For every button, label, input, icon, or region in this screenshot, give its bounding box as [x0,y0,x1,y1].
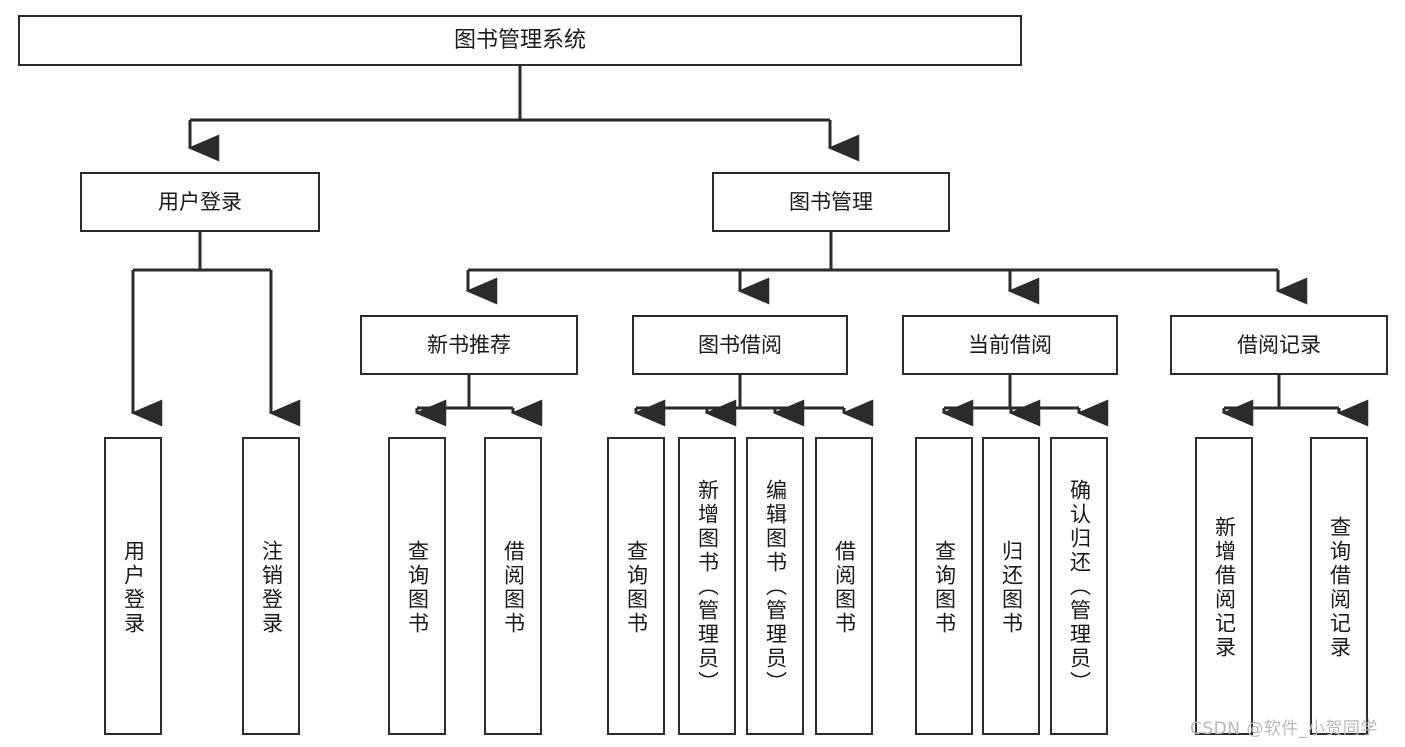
node-new-book-recommendation[interactable]: 新书推荐 [360,315,578,375]
leaf-add-borrow-record[interactable]: 新增借阅记录 [1195,437,1253,735]
leaf-add-borrow-record-label: 新增借阅记录 [1212,516,1237,660]
leaf-query-book-borrow-label: 查询图书 [624,540,649,636]
leaf-borrow-book[interactable]: 借阅图书 [815,437,873,735]
node-root-label: 图书管理系统 [453,27,586,53]
leaf-borrow-book-recommendation-label: 借阅图书 [501,540,526,636]
node-book-borrow[interactable]: 图书借阅 [632,315,848,375]
leaf-query-book-current[interactable]: 查询图书 [915,437,973,735]
node-new-book-recommendation-label: 新书推荐 [427,332,511,357]
leaf-edit-book-admin[interactable]: 编辑图书（管理员） [746,437,804,735]
leaf-confirm-return-admin-label: 确认归还（管理员） [1067,479,1092,695]
leaf-borrow-book-recommendation[interactable]: 借阅图书 [484,437,542,735]
leaf-edit-book-admin-label: 编辑图书（管理员） [763,479,788,695]
leaf-query-borrow-record-label: 查询借阅记录 [1327,516,1352,660]
leaf-confirm-return-admin[interactable]: 确认归还（管理员） [1050,437,1108,735]
leaf-query-book-current-label: 查询图书 [932,540,957,636]
leaf-query-book-borrow[interactable]: 查询图书 [607,437,665,735]
node-root[interactable]: 图书管理系统 [18,15,1022,66]
node-user-login[interactable]: 用户登录 [80,172,320,232]
leaf-query-book-recommendation[interactable]: 查询图书 [388,437,446,735]
watermark: CSDN @软件_小贺同学 [1190,719,1378,739]
leaf-borrow-book-label: 借阅图书 [832,540,857,636]
node-user-login-label: 用户登录 [158,189,242,214]
leaf-logout-label: 注销登录 [259,540,284,636]
leaf-user-login-label: 用户登录 [121,540,146,636]
node-book-manage-label: 图书管理 [789,189,873,214]
node-book-manage[interactable]: 图书管理 [712,172,950,232]
leaf-return-book-label: 归还图书 [999,540,1024,636]
leaf-logout[interactable]: 注销登录 [242,437,300,735]
node-book-borrow-label: 图书借阅 [698,332,782,357]
leaf-query-book-recommendation-label: 查询图书 [405,540,430,636]
node-borrow-record[interactable]: 借阅记录 [1170,315,1388,375]
node-current-borrow-label: 当前借阅 [968,332,1052,357]
node-borrow-record-label: 借阅记录 [1237,332,1321,357]
node-current-borrow[interactable]: 当前借阅 [902,315,1118,375]
leaf-query-borrow-record[interactable]: 查询借阅记录 [1310,437,1368,735]
leaf-return-book[interactable]: 归还图书 [982,437,1040,735]
leaf-add-book-admin-label: 新增图书（管理员） [695,479,720,695]
leaf-user-login[interactable]: 用户登录 [104,437,162,735]
leaf-add-book-admin[interactable]: 新增图书（管理员） [678,437,736,735]
